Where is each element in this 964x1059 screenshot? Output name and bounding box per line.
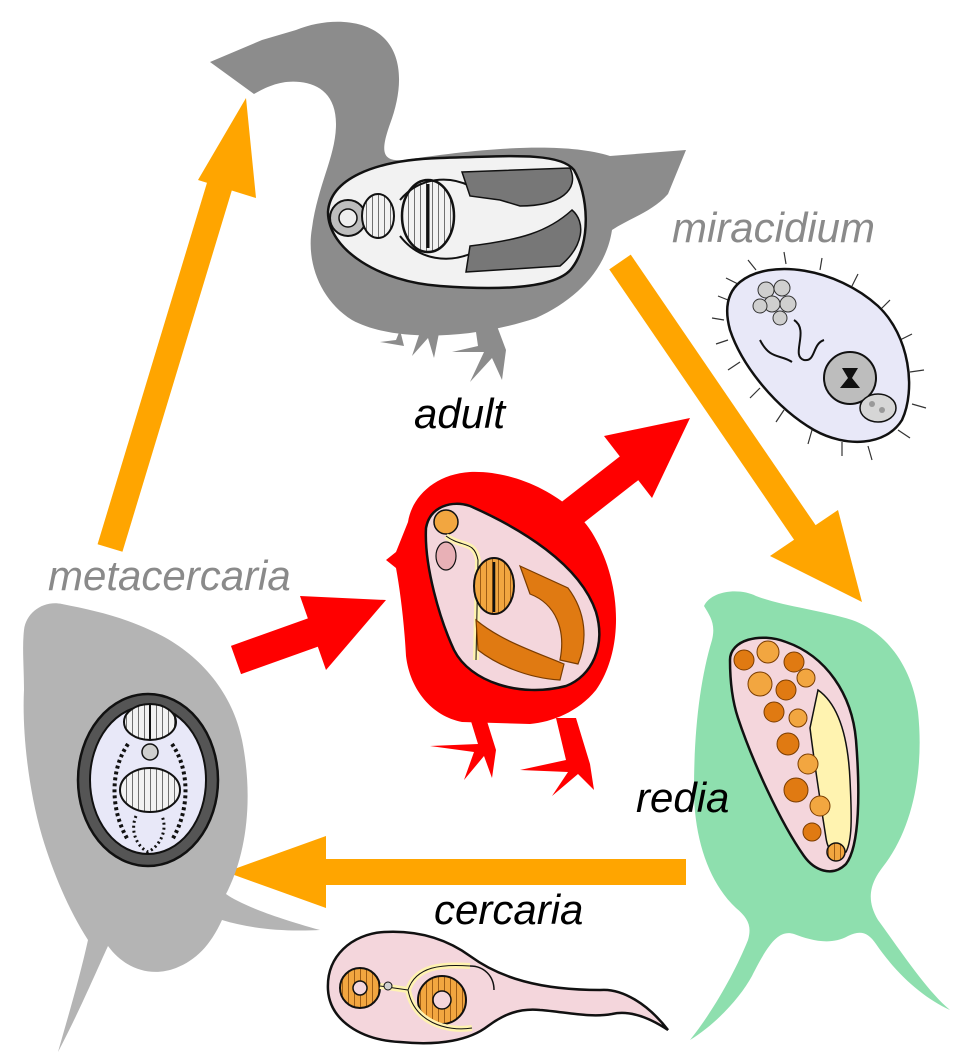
stage-label-adult: adult bbox=[414, 390, 507, 437]
stage-label-miracidium: miracidium bbox=[672, 204, 875, 251]
chick-host-icon bbox=[386, 472, 616, 796]
grey-snail-icon bbox=[23, 603, 320, 1052]
metacercaria-cyst-illustration bbox=[78, 694, 218, 866]
stage-label-redia: redia bbox=[636, 774, 729, 821]
cercaria-illustration bbox=[328, 932, 668, 1043]
infection-arrow-metacercaria-to-chick bbox=[236, 596, 386, 670]
infection-arrow-chick-to-miracidium bbox=[568, 418, 690, 516]
duck-host-icon bbox=[210, 22, 686, 382]
stage-label-cercaria: cercaria bbox=[434, 886, 583, 933]
stage-label-metacercaria: metacercaria bbox=[48, 552, 291, 599]
cycle-arrow-metacercaria-to-adult bbox=[110, 98, 256, 548]
